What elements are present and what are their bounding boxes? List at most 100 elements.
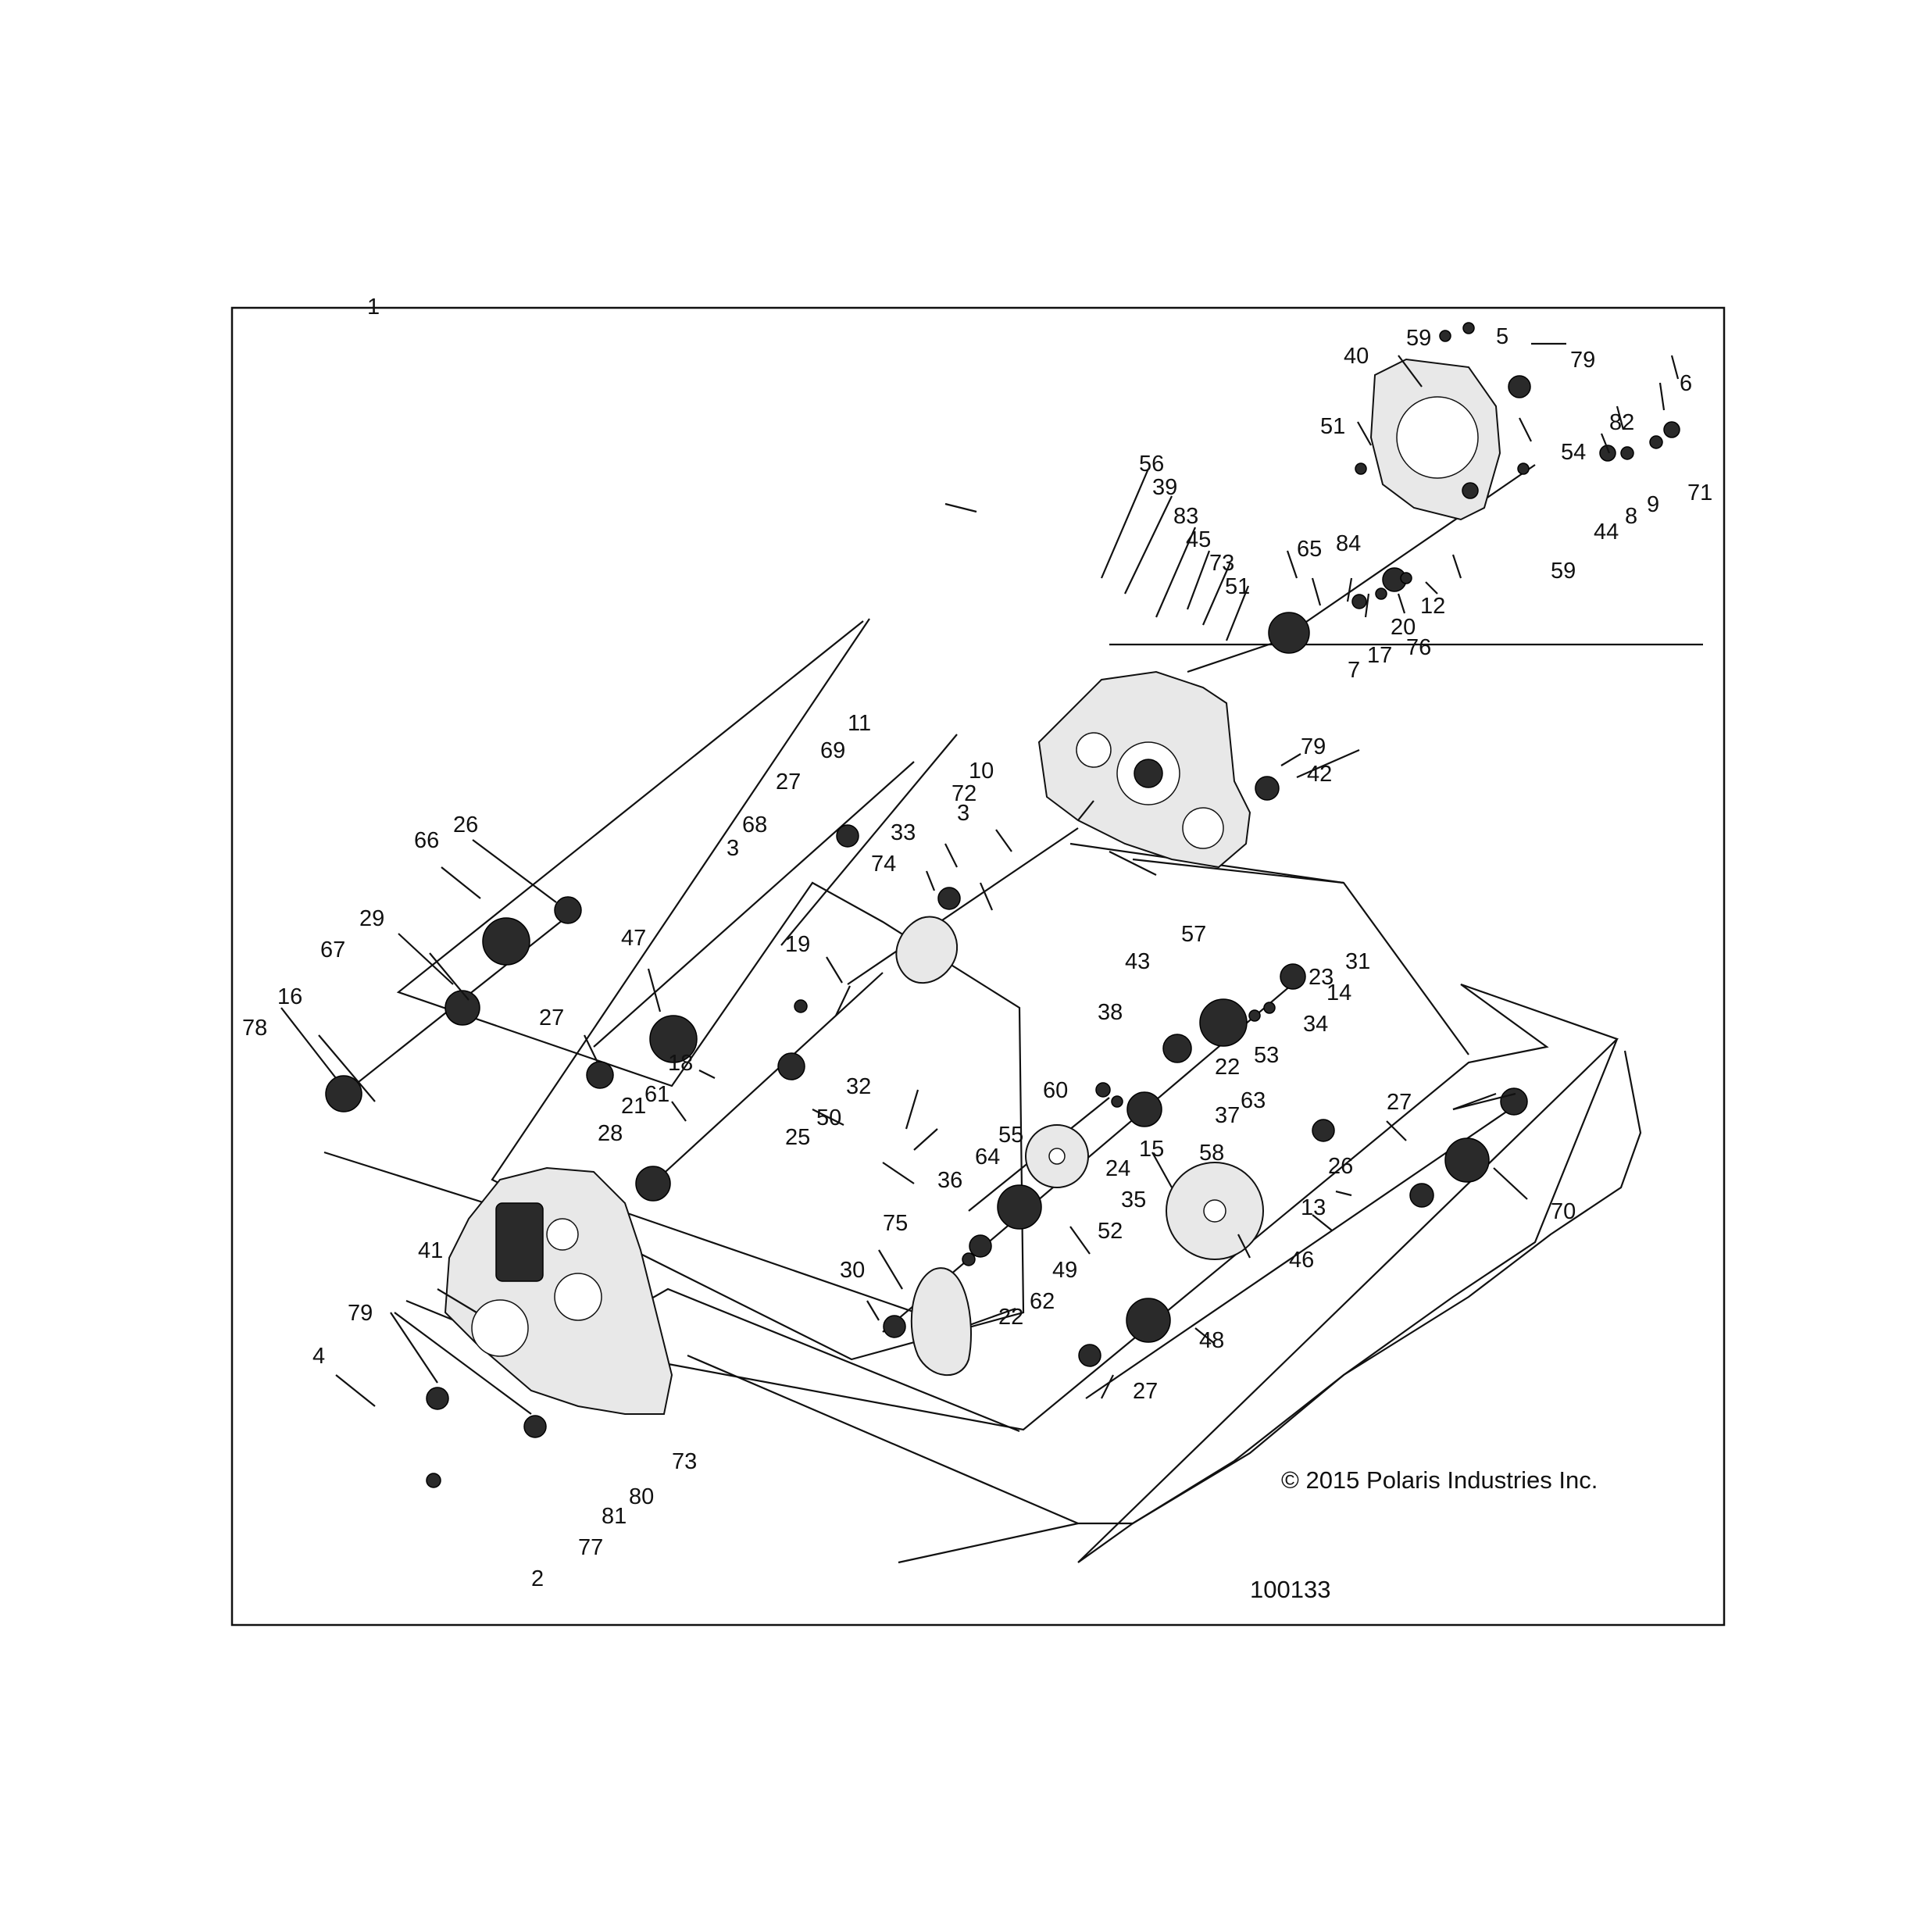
callout-6: 6 (1680, 371, 1692, 396)
callout-29: 29 (359, 906, 384, 931)
callout-27: 27 (1387, 1090, 1412, 1115)
callout-77: 77 (578, 1535, 603, 1560)
callout-54: 54 (1561, 440, 1586, 465)
callout-55: 55 (998, 1123, 1023, 1148)
callout-82: 82 (1609, 410, 1634, 435)
callout-60: 60 (1043, 1078, 1068, 1103)
callout-42: 42 (1307, 762, 1332, 787)
callout-1: 1 (367, 295, 380, 320)
callout-70: 70 (1551, 1199, 1576, 1224)
callout-16: 16 (277, 984, 302, 1009)
copyright-notice: © 2015 Polaris Industries Inc. (1281, 1466, 1598, 1494)
callout-83: 83 (1173, 504, 1198, 529)
callout-26: 26 (1328, 1154, 1353, 1179)
callout-22: 22 (1215, 1055, 1240, 1080)
callout-79: 79 (1301, 734, 1326, 759)
callout-72: 72 (952, 781, 976, 806)
callout-53: 53 (1254, 1043, 1279, 1068)
callout-50: 50 (816, 1105, 841, 1130)
callout-43: 43 (1125, 949, 1150, 974)
callout-35: 35 (1121, 1187, 1146, 1212)
callout-24: 24 (1105, 1156, 1130, 1181)
callout-39: 39 (1152, 475, 1177, 500)
callout-11: 11 (848, 711, 871, 736)
callout-28: 28 (598, 1121, 623, 1146)
callout-14: 14 (1326, 980, 1351, 1005)
callout-58: 58 (1199, 1141, 1224, 1166)
callout-45: 45 (1186, 527, 1211, 552)
callout-33: 33 (891, 820, 916, 845)
callout-46: 46 (1289, 1248, 1314, 1273)
callout-67: 67 (320, 937, 345, 962)
callout-80: 80 (629, 1484, 654, 1509)
callout-52: 52 (1098, 1219, 1123, 1244)
callout-73: 73 (672, 1449, 697, 1474)
callout-40: 40 (1344, 344, 1369, 369)
callout-81: 81 (602, 1504, 627, 1529)
callout-71: 71 (1687, 480, 1712, 505)
callout-17: 17 (1367, 643, 1392, 668)
callout-75: 75 (883, 1211, 908, 1236)
callout-64: 64 (975, 1145, 1000, 1170)
callout-4: 4 (312, 1344, 325, 1369)
callout-12: 12 (1420, 594, 1445, 619)
callout-57: 57 (1181, 922, 1206, 947)
callout-13: 13 (1301, 1195, 1326, 1220)
callout-3: 3 (957, 801, 969, 826)
callout-41: 41 (418, 1238, 443, 1263)
callout-51: 51 (1225, 574, 1250, 599)
callout-20: 20 (1391, 615, 1416, 640)
callout-74: 74 (871, 852, 896, 877)
callout-32: 32 (846, 1074, 871, 1099)
callout-23: 23 (1309, 965, 1334, 990)
parts (325, 322, 1680, 1488)
callout-49: 49 (1052, 1258, 1077, 1283)
callout-65: 65 (1297, 537, 1322, 562)
callout-9: 9 (1647, 492, 1659, 517)
callout-21: 21 (621, 1094, 646, 1119)
callout-25: 25 (785, 1125, 810, 1150)
callout-56: 56 (1139, 452, 1164, 477)
callout-34: 34 (1303, 1012, 1328, 1037)
callout-79: 79 (1570, 348, 1595, 373)
callout-22: 22 (998, 1305, 1023, 1330)
callout-36: 36 (937, 1168, 962, 1193)
callout-62: 62 (1030, 1289, 1055, 1314)
callout-63: 63 (1241, 1088, 1266, 1113)
callout-76: 76 (1406, 635, 1431, 660)
callout-27: 27 (776, 770, 801, 795)
callout-38: 38 (1098, 1000, 1123, 1025)
callout-8: 8 (1625, 504, 1637, 529)
callout-59: 59 (1551, 559, 1576, 584)
callout-27: 27 (1133, 1379, 1158, 1404)
callout-19: 19 (785, 932, 810, 957)
callout-3: 3 (727, 836, 739, 861)
callout-59: 59 (1406, 326, 1431, 351)
callout-73: 73 (1209, 551, 1234, 576)
callout-37: 37 (1215, 1103, 1240, 1128)
callout-78: 78 (242, 1016, 267, 1041)
callout-44: 44 (1594, 520, 1619, 545)
callout-30: 30 (840, 1258, 865, 1283)
callout-61: 61 (644, 1082, 669, 1107)
callout-26: 26 (453, 812, 478, 837)
callout-69: 69 (820, 738, 845, 763)
callout-51: 51 (1320, 414, 1345, 439)
callout-10: 10 (969, 759, 994, 784)
callout-31: 31 (1345, 949, 1370, 974)
callout-27: 27 (539, 1005, 564, 1030)
left-cover-case (444, 1166, 673, 1415)
diagram-frame (230, 306, 1726, 1627)
main-transmission-case (1037, 670, 1251, 869)
callout-79: 79 (348, 1301, 373, 1326)
callout-48: 48 (1199, 1328, 1224, 1353)
callout-68: 68 (742, 812, 767, 837)
callout-18: 18 (668, 1051, 693, 1076)
callout-15: 15 (1139, 1137, 1164, 1162)
callout-2: 2 (531, 1566, 544, 1591)
callout-84: 84 (1336, 531, 1361, 556)
right-cover-case (1369, 358, 1501, 521)
callout-labels: 1 2 3 3 4 5 6 7 8 9 10 11 12 13 14 15 16… (242, 295, 1712, 1591)
callout-5: 5 (1496, 324, 1508, 349)
